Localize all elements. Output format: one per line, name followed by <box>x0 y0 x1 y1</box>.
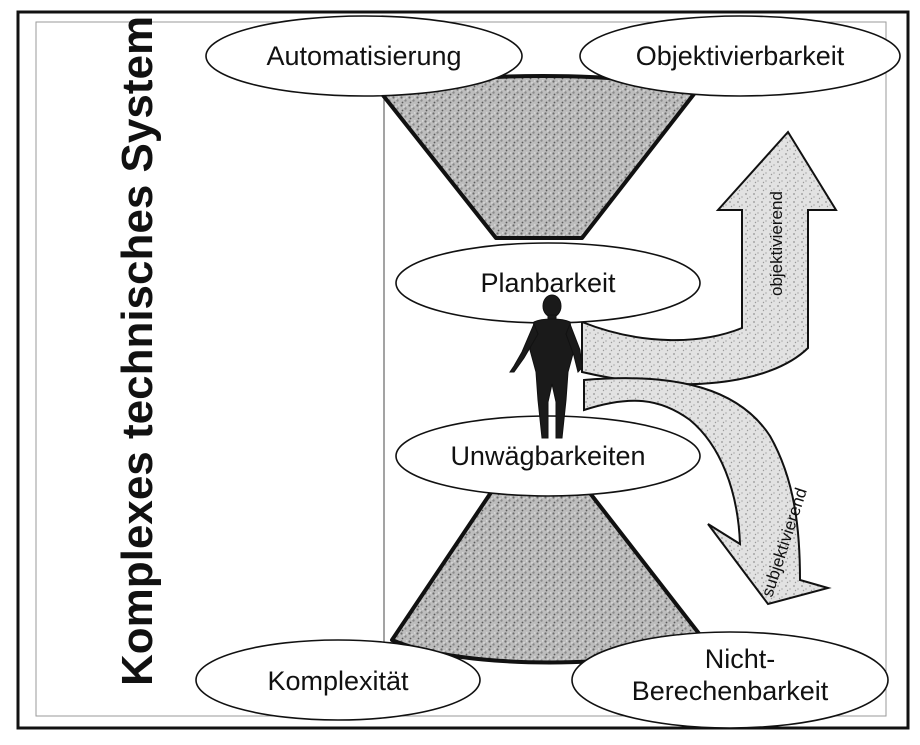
human-figure <box>509 294 583 439</box>
node-komplexitaet: Komplexität <box>195 639 481 721</box>
node-objektivierbarkeit: Objektivierbarkeit <box>579 15 901 97</box>
subjektivierend-arrow <box>583 377 832 606</box>
arrow-label-objektivierend: objektivierend <box>767 191 786 296</box>
label-objektivierbarkeit: Objektivierbarkeit <box>636 41 845 71</box>
label-automatisierung: Automatisierung <box>266 41 461 71</box>
node-unwaegbarkeiten: Unwägbarkeiten <box>395 415 701 497</box>
label-komplexitaet: Komplexität <box>267 666 409 696</box>
system-title: Komplexes technisches System <box>113 16 162 686</box>
label-unwaegbarkeiten: Unwägbarkeiten <box>450 441 645 471</box>
node-automatisierung: Automatisierung <box>205 15 523 97</box>
node-nicht-berechenbarkeit: Nicht- Berechenbarkeit <box>571 631 889 729</box>
inner-frame <box>35 21 887 717</box>
label-planbarkeit: Planbarkeit <box>480 268 616 298</box>
label-nicht-berechenbarkeit-2: Berechenbarkeit <box>632 676 829 706</box>
label-nicht-berechenbarkeit-1: Nicht- <box>705 644 776 674</box>
